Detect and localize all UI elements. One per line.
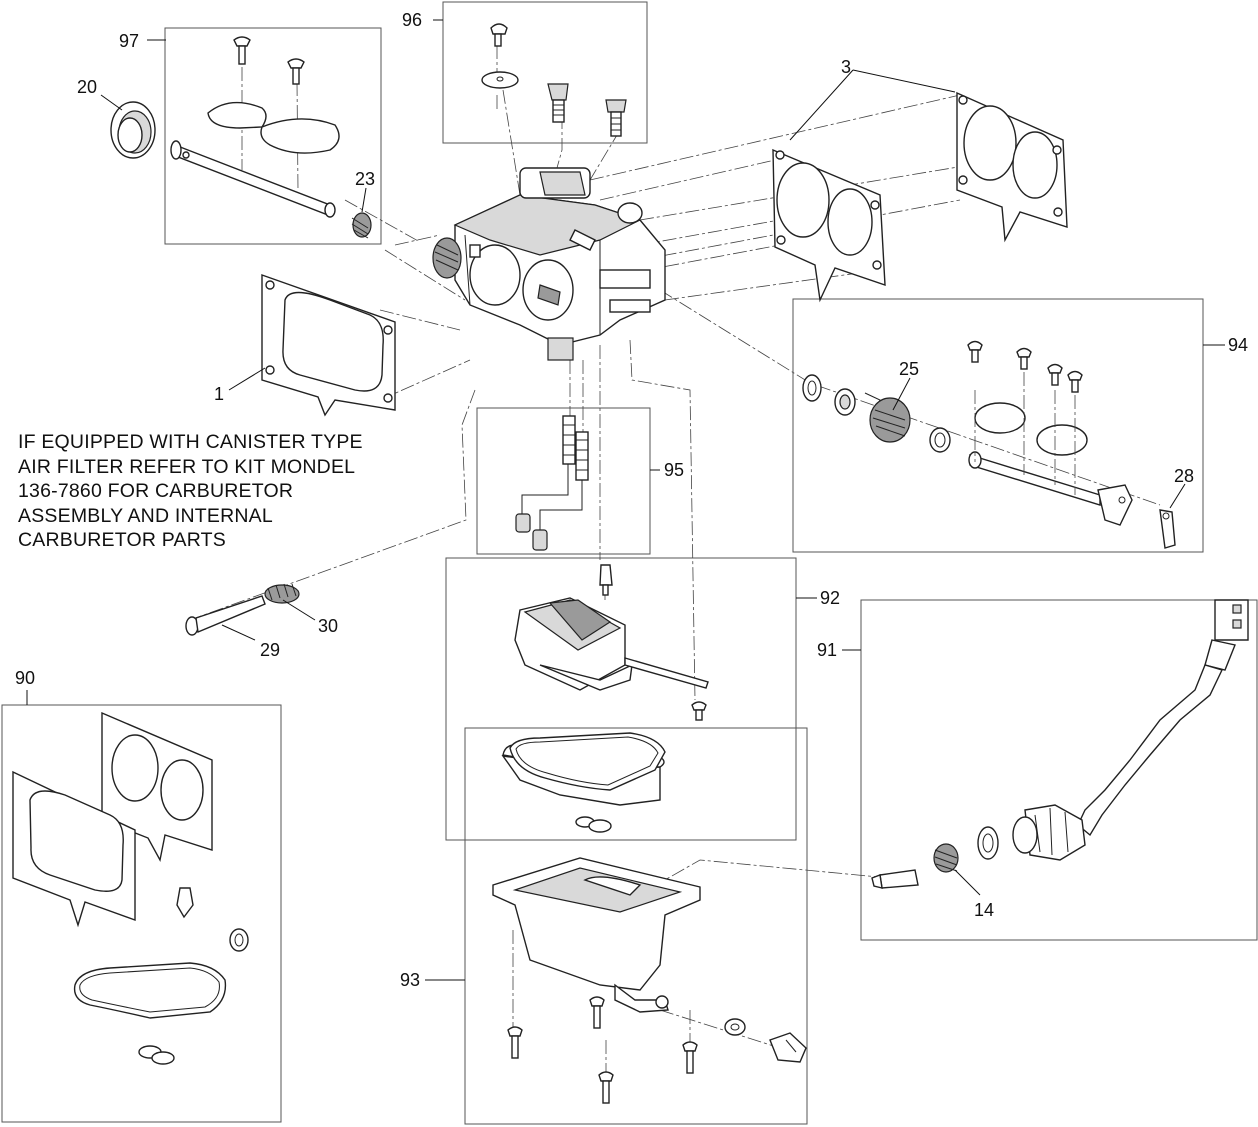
kit-box-96 bbox=[442, 1, 648, 144]
gasket-3-front bbox=[772, 148, 886, 303]
seal-20 bbox=[110, 101, 156, 159]
bowl-gasket bbox=[509, 732, 666, 833]
callout-20: 20 bbox=[77, 77, 97, 97]
callout-91: 91 bbox=[817, 640, 837, 660]
fuel-solenoid-kit-91 bbox=[871, 599, 1249, 889]
note-line-1: IF EQUIPPED WITH CANISTER TYPE bbox=[18, 431, 363, 453]
float-bowl-kit-93 bbox=[492, 736, 807, 1104]
callout-97: 97 bbox=[119, 31, 139, 51]
note-line-4: ASSEMBLY AND INTERNAL bbox=[18, 504, 273, 527]
choke-kit-94 bbox=[802, 340, 1176, 549]
kit-box-92 bbox=[445, 557, 797, 841]
note-line-2: AIR FILTER REFER TO KIT MONDEL bbox=[18, 455, 356, 478]
callout-92: 92 bbox=[820, 588, 840, 608]
callout-28: 28 bbox=[1174, 466, 1194, 486]
callout-1: 1 bbox=[214, 384, 224, 404]
carburetor-body bbox=[432, 167, 666, 361]
callout-23: 23 bbox=[355, 169, 375, 189]
leader-lines bbox=[26, 19, 1225, 981]
kit-box-91 bbox=[860, 599, 1258, 941]
callout-90: 90 bbox=[15, 668, 35, 688]
bushing-23 bbox=[351, 212, 372, 239]
jet-kit-95 bbox=[515, 415, 589, 551]
note-line-5: CARBURETOR PARTS bbox=[18, 529, 226, 551]
callout-93: 93 bbox=[400, 970, 420, 990]
assembly-lines bbox=[189, 45, 1161, 1075]
callout-14: 14 bbox=[974, 900, 994, 920]
callout-96: 96 bbox=[402, 10, 422, 30]
float-kit-92 bbox=[514, 564, 709, 721]
jet-kit-96 bbox=[481, 23, 627, 137]
throttle-shaft-kit-97 bbox=[170, 36, 340, 218]
kit-box-97 bbox=[164, 27, 382, 245]
callout-29: 29 bbox=[260, 640, 280, 660]
kit-box-94 bbox=[792, 298, 1204, 553]
kit-box-93 bbox=[464, 727, 808, 1125]
callout-25: 25 bbox=[899, 359, 919, 379]
note-line-3: 136-7860 FOR CARBURETOR bbox=[18, 480, 294, 502]
gasket-kit-90 bbox=[12, 711, 249, 1065]
kit-box-95 bbox=[476, 407, 651, 555]
kit-box-90 bbox=[1, 704, 282, 1123]
callout-3: 3 bbox=[841, 57, 851, 77]
callout-94: 94 bbox=[1228, 335, 1248, 355]
gasket-3-rear bbox=[956, 91, 1068, 243]
callout-95: 95 bbox=[664, 460, 684, 480]
idle-screw-29-spring-30 bbox=[185, 583, 300, 636]
canister-filter-note: IF EQUIPPED WITH CANISTER TYPE AIR FILTE… bbox=[18, 430, 363, 553]
callout-30: 30 bbox=[318, 616, 338, 636]
gasket-1 bbox=[261, 274, 396, 417]
